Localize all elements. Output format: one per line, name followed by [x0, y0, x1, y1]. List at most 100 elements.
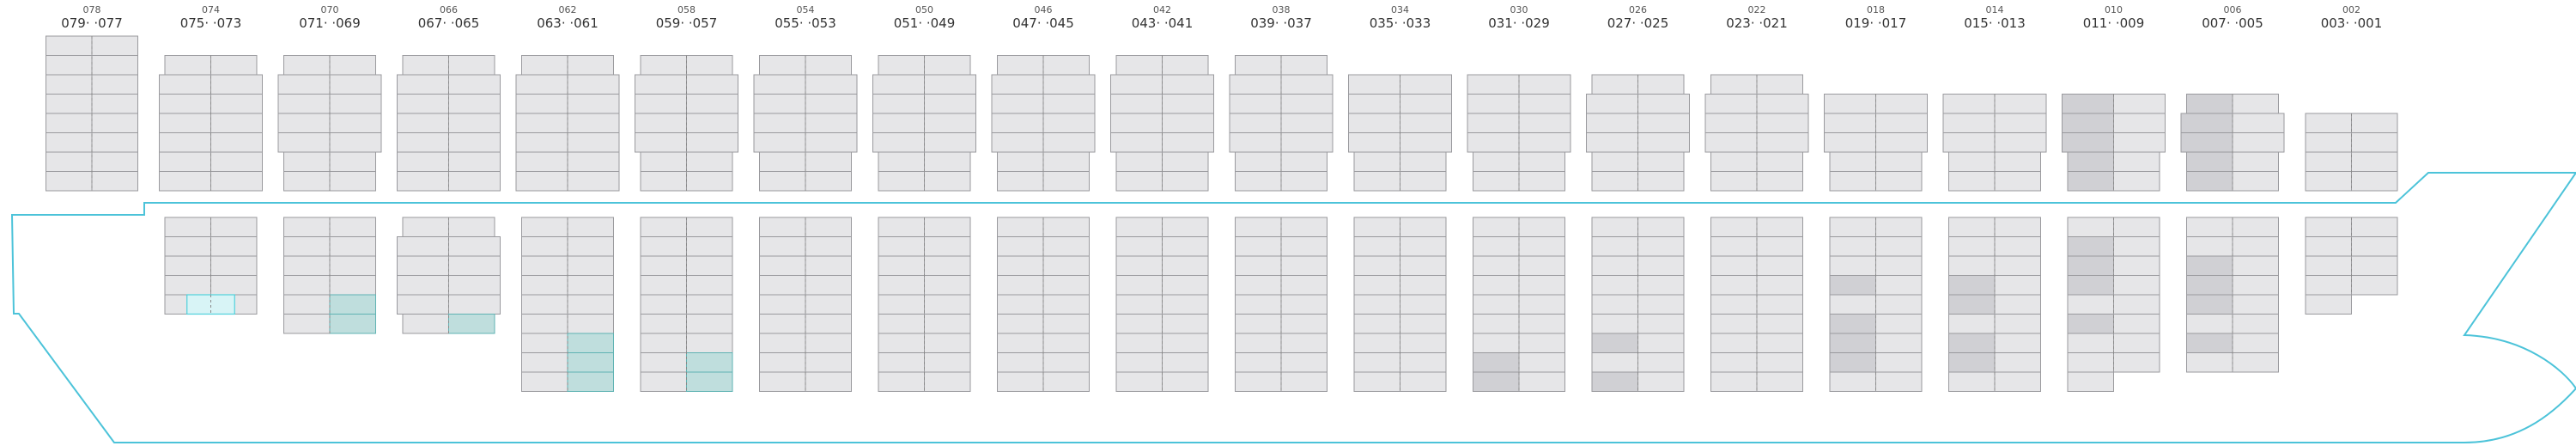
- hold-slot[interactable]: [1042, 217, 1090, 237]
- deck-slot[interactable]: [1400, 151, 1447, 172]
- deck-slot[interactable]: [1756, 74, 1803, 95]
- deck-slot[interactable]: [991, 74, 1044, 95]
- deck-slot[interactable]: [2062, 94, 2114, 114]
- deck-slot[interactable]: [686, 113, 738, 133]
- deck-slot[interactable]: [1710, 151, 1758, 172]
- deck-slot[interactable]: [753, 94, 806, 114]
- deck-slot[interactable]: [1467, 94, 1520, 114]
- deck-slot[interactable]: [1400, 113, 1452, 133]
- deck-slot[interactable]: [1704, 132, 1758, 153]
- deck-slot[interactable]: [2062, 113, 2114, 133]
- deck-slot[interactable]: [159, 113, 211, 133]
- hold-slot[interactable]: [2067, 236, 2114, 257]
- deck-slot[interactable]: [1942, 94, 1996, 114]
- hold-slot[interactable]: [2113, 314, 2160, 334]
- deck-slot[interactable]: [1875, 171, 1923, 192]
- deck-slot[interactable]: [2186, 151, 2233, 172]
- deck-slot[interactable]: [1110, 94, 1163, 114]
- hold-slot[interactable]: [329, 294, 376, 315]
- hold-slot[interactable]: [1115, 314, 1163, 334]
- hold-slot[interactable]: [1518, 275, 1565, 296]
- hold-slot[interactable]: [1235, 352, 1282, 373]
- hold-slot[interactable]: [2186, 333, 2233, 353]
- deck-slot[interactable]: [805, 171, 852, 192]
- hold-slot[interactable]: [924, 275, 971, 296]
- hold-slot[interactable]: [759, 255, 806, 276]
- hold-slot[interactable]: [1280, 333, 1327, 353]
- hold-slot[interactable]: [1162, 333, 1209, 353]
- deck-slot[interactable]: [397, 132, 449, 153]
- hold-slot[interactable]: [878, 294, 925, 315]
- hold-slot[interactable]: [924, 217, 971, 237]
- hold-slot[interactable]: [329, 217, 376, 237]
- hold-slot[interactable]: [997, 314, 1044, 334]
- hold-slot[interactable]: [2351, 275, 2398, 296]
- deck-slot[interactable]: [283, 171, 331, 192]
- hold-slot[interactable]: [448, 275, 501, 296]
- deck-slot[interactable]: [1229, 132, 1282, 153]
- hold-slot[interactable]: [1756, 371, 1803, 392]
- deck-slot[interactable]: [1829, 151, 1876, 172]
- hold-slot[interactable]: [1637, 314, 1685, 334]
- hold-slot[interactable]: [1994, 333, 2041, 353]
- deck-slot[interactable]: [567, 151, 620, 172]
- hold-slot[interactable]: [997, 255, 1044, 276]
- deck-slot[interactable]: [1042, 74, 1096, 95]
- deck-slot[interactable]: [1162, 113, 1214, 133]
- hold-slot[interactable]: [1042, 275, 1090, 296]
- hold-slot[interactable]: [878, 314, 925, 334]
- deck-slot[interactable]: [515, 171, 568, 192]
- hold-slot[interactable]: [1473, 217, 1520, 237]
- deck-slot[interactable]: [2186, 94, 2233, 114]
- hold-slot[interactable]: [1115, 352, 1163, 373]
- deck-slot[interactable]: [1110, 132, 1163, 153]
- hold-slot[interactable]: [1400, 314, 1447, 334]
- hold-slot[interactable]: [924, 255, 971, 276]
- hold-slot[interactable]: [924, 314, 971, 334]
- hold-slot[interactable]: [640, 255, 687, 276]
- deck-slot[interactable]: [2180, 132, 2233, 153]
- hold-slot[interactable]: [1235, 255, 1282, 276]
- hold-slot[interactable]: [1710, 255, 1758, 276]
- hold-slot[interactable]: [448, 236, 501, 257]
- hold-slot[interactable]: [1115, 217, 1163, 237]
- hold-slot[interactable]: [1948, 333, 1996, 353]
- hold-slot[interactable]: [1875, 255, 1923, 276]
- deck-slot[interactable]: [91, 94, 138, 114]
- deck-slot[interactable]: [1280, 94, 1334, 114]
- hold-slot[interactable]: [2232, 236, 2279, 257]
- deck-slot[interactable]: [991, 113, 1044, 133]
- hold-slot[interactable]: [1591, 352, 1638, 373]
- deck-slot[interactable]: [448, 94, 501, 114]
- deck-slot[interactable]: [277, 113, 331, 133]
- deck-slot[interactable]: [1229, 74, 1282, 95]
- hold-slot[interactable]: [521, 333, 568, 353]
- hold-slot[interactable]: [878, 236, 925, 257]
- hold-slot[interactable]: [1875, 314, 1923, 334]
- deck-slot[interactable]: [635, 94, 687, 114]
- hold-slot[interactable]: [521, 314, 568, 334]
- deck-slot[interactable]: [164, 55, 211, 76]
- hold-slot[interactable]: [924, 236, 971, 257]
- hold-slot[interactable]: [1875, 217, 1923, 237]
- deck-slot[interactable]: [2351, 132, 2398, 153]
- hold-slot[interactable]: [2186, 314, 2233, 334]
- deck-slot[interactable]: [1824, 94, 1876, 114]
- hold-slot[interactable]: [1400, 294, 1447, 315]
- deck-slot[interactable]: [46, 74, 93, 95]
- deck-slot[interactable]: [1348, 94, 1400, 114]
- deck-slot[interactable]: [1400, 94, 1452, 114]
- deck-slot[interactable]: [210, 151, 263, 172]
- deck-slot[interactable]: [397, 151, 449, 172]
- deck-slot[interactable]: [872, 74, 925, 95]
- hold-slot[interactable]: [1637, 255, 1685, 276]
- hold-slot[interactable]: [1473, 294, 1520, 315]
- hold-slot[interactable]: [1994, 352, 2041, 373]
- deck-slot[interactable]: [805, 113, 858, 133]
- deck-slot[interactable]: [1704, 94, 1758, 114]
- deck-slot[interactable]: [567, 113, 620, 133]
- hold-slot[interactable]: [521, 275, 568, 296]
- hold-slot[interactable]: [1756, 314, 1803, 334]
- hold-slot[interactable]: [1518, 333, 1565, 353]
- deck-slot[interactable]: [1994, 132, 2047, 153]
